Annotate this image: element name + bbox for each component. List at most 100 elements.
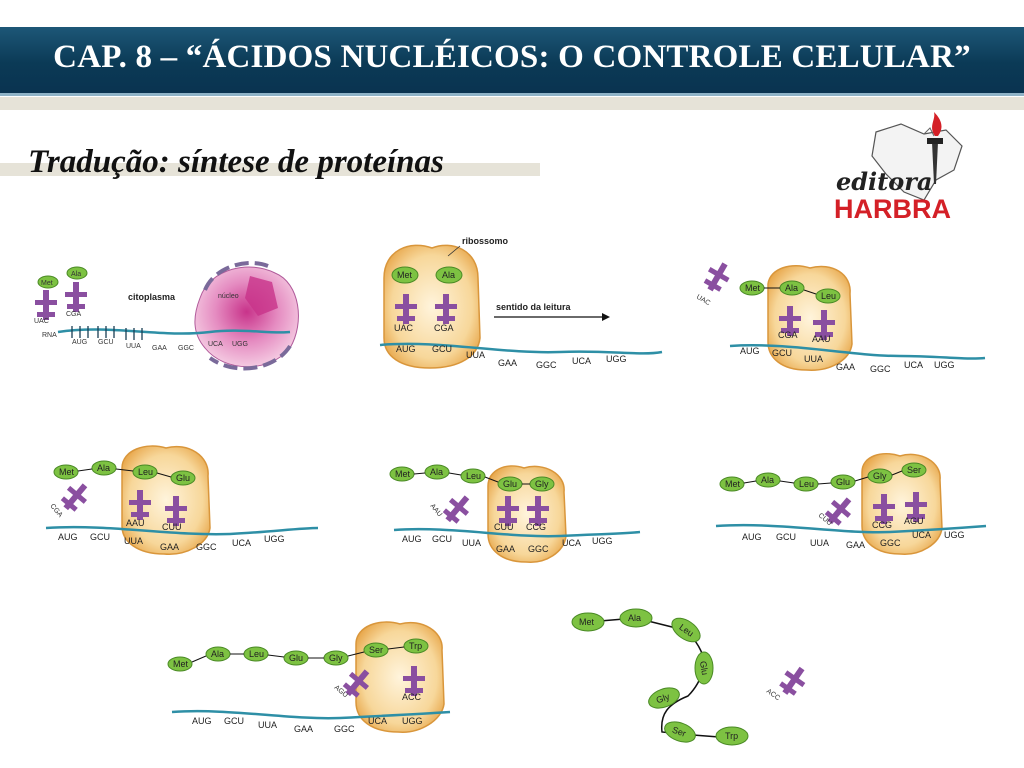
- panel-3: Met Ala Leu UAC CGA AAU AUG GCU UUA GAA …: [695, 258, 986, 374]
- p8-aa-ser: Ser: [671, 725, 688, 739]
- p1-aa-met: Met: [41, 280, 53, 287]
- p7-codon-1: AUG: [192, 716, 212, 726]
- p8-aa-trp: Trp: [725, 731, 738, 741]
- p8-anticodon-7: ACC: [765, 688, 781, 702]
- p1-codon-2: GCU: [98, 339, 114, 346]
- p6-codon-6: UCA: [912, 530, 931, 540]
- ribossomo-label: ribossomo: [462, 236, 509, 246]
- p5-aa-leu: Leu: [466, 471, 481, 481]
- p4-codon-7: UGG: [264, 534, 285, 544]
- p4-anticodon-3: AAU: [126, 518, 145, 528]
- p5-anticodon-4: CUU: [494, 522, 514, 532]
- p4-aa-leu: Leu: [138, 467, 153, 477]
- p2-aa-ala: Ala: [442, 270, 455, 280]
- panel-8: Met Ala Leu Glu Gly Ser Trp ACC: [571, 608, 812, 746]
- header-bar: CAP. 8 – “ÁCIDOS NUCLÉICOS: O CONTROLE C…: [0, 27, 1024, 96]
- p1-anticodon-1: UAC: [34, 318, 49, 325]
- p3-aa-leu: Leu: [821, 291, 836, 301]
- p6-aa-gly: Gly: [873, 471, 887, 481]
- p6-aa-met: Met: [725, 479, 741, 489]
- logo-brand: HARBRA: [834, 194, 951, 224]
- p7-aa-leu: Leu: [249, 649, 264, 659]
- p7-aa-met: Met: [173, 659, 189, 669]
- p5-codon-7: UGG: [592, 536, 613, 546]
- p1-codon-3: UUA: [126, 343, 141, 350]
- p7-codon-6: UCA: [368, 716, 387, 726]
- p1-codon-7: UGG: [232, 341, 248, 348]
- p8-aa-gly: Gly: [655, 691, 672, 705]
- p4-codon-4: GAA: [160, 542, 179, 552]
- p6-aa-glu: Glu: [836, 477, 850, 487]
- slide-subtitle: Tradução: síntese de proteínas: [28, 144, 444, 180]
- p3-codon-7: UGG: [934, 360, 955, 370]
- p8-aa-ala: Ala: [628, 613, 641, 623]
- p5-codon-2: GCU: [432, 534, 452, 544]
- p6-codon-7: UGG: [944, 530, 965, 540]
- p2-codon-4: GAA: [498, 358, 517, 368]
- panel-1: núcleo citoplasma RNA AUG GCU UUA GAA GG…: [34, 261, 299, 371]
- p2-codon-2: GCU: [432, 344, 452, 354]
- p4-aa-ala: Ala: [97, 463, 110, 473]
- publisher-logo: editora HARBRA: [834, 112, 963, 224]
- p7-anticodon-7: ACC: [402, 692, 422, 702]
- p1-codon-6: UCA: [208, 341, 223, 348]
- p5-codon-3: UUA: [462, 538, 481, 548]
- p5-codon-5: GGC: [528, 544, 549, 554]
- p4-anticodon-4: CUU: [162, 522, 182, 532]
- p5-aa-glu: Glu: [503, 479, 517, 489]
- p6-aa-ser: Ser: [907, 465, 921, 475]
- p5-aa-ala: Ala: [430, 467, 443, 477]
- p2-codon-6: UCA: [572, 356, 591, 366]
- p7-aa-trp: Trp: [409, 641, 422, 651]
- p7-aa-gly: Gly: [329, 653, 343, 663]
- panel-7: Met Ala Leu Glu Gly Ser Trp AGU ACC AUG …: [167, 621, 451, 734]
- p7-codon-5: GGC: [334, 724, 355, 734]
- p3-anticodon-1: UAC: [695, 294, 711, 307]
- p1-aa-ala: Ala: [71, 271, 81, 278]
- p5-anticodon-3: AAU: [428, 503, 443, 519]
- p8-aa-glu: Glu: [698, 660, 710, 676]
- p2-codon-3: UUA: [466, 350, 485, 360]
- p2-anticodon-2: CGA: [434, 323, 454, 333]
- panel-2: ribossomo Met Ala UAC CGA AUG GCU UUA GA…: [379, 236, 663, 370]
- p3-codon-1: AUG: [740, 346, 760, 356]
- panel-6: Met Ala Leu Glu Gly Ser CUU CCG AGU AUG …: [715, 452, 987, 555]
- p4-codon-1: AUG: [58, 532, 78, 542]
- p4-codon-6: UCA: [232, 538, 251, 548]
- p2-codon-1: AUG: [396, 344, 416, 354]
- p5-anticodon-5: CCG: [526, 522, 546, 532]
- p3-anticodon-3: AAU: [812, 334, 831, 344]
- p4-aa-glu: Glu: [176, 473, 190, 483]
- p6-aa-ala: Ala: [761, 475, 774, 485]
- p6-anticodon-6: AGU: [904, 516, 924, 526]
- p2-codon-7: UGG: [606, 354, 627, 364]
- p5-codon-1: AUG: [402, 534, 422, 544]
- p1-anticodon-2: CGA: [66, 311, 82, 318]
- logo-script: editora: [836, 167, 932, 196]
- sentido-label: sentido da leitura: [496, 302, 572, 312]
- subtitle-band: [0, 163, 540, 176]
- p1-codon-1: AUG: [72, 339, 87, 346]
- p4-codon-2: GCU: [90, 532, 110, 542]
- p3-aa-met: Met: [745, 283, 761, 293]
- p5-codon-4: GAA: [496, 544, 515, 554]
- p6-codon-1: AUG: [742, 532, 762, 542]
- page-title: CAP. 8 – “ÁCIDOS NUCLÉICOS: O CONTROLE C…: [53, 39, 971, 75]
- nucleo-label: núcleo: [218, 293, 239, 300]
- p6-aa-leu: Leu: [799, 479, 814, 489]
- p3-codon-2: GCU: [772, 348, 792, 358]
- p7-codon-3: UUA: [258, 720, 277, 730]
- p7-codon-4: GAA: [294, 724, 313, 734]
- p6-codon-5: GGC: [880, 538, 901, 548]
- p7-aa-ala: Ala: [211, 649, 224, 659]
- p1-codon-4: GAA: [152, 345, 167, 352]
- p5-aa-met: Met: [395, 469, 411, 479]
- p2-aa-met: Met: [397, 270, 413, 280]
- panel-5: Met Ala Leu Glu Gly AAU CUU CCG AUG GCU …: [389, 464, 641, 563]
- p2-anticodon-1: UAC: [394, 323, 414, 333]
- p6-codon-4: GAA: [846, 540, 865, 550]
- p4-codon-5: GGC: [196, 542, 217, 552]
- p5-codon-6: UCA: [562, 538, 581, 548]
- p6-codon-3: UUA: [810, 538, 829, 548]
- p3-codon-5: GGC: [870, 364, 891, 374]
